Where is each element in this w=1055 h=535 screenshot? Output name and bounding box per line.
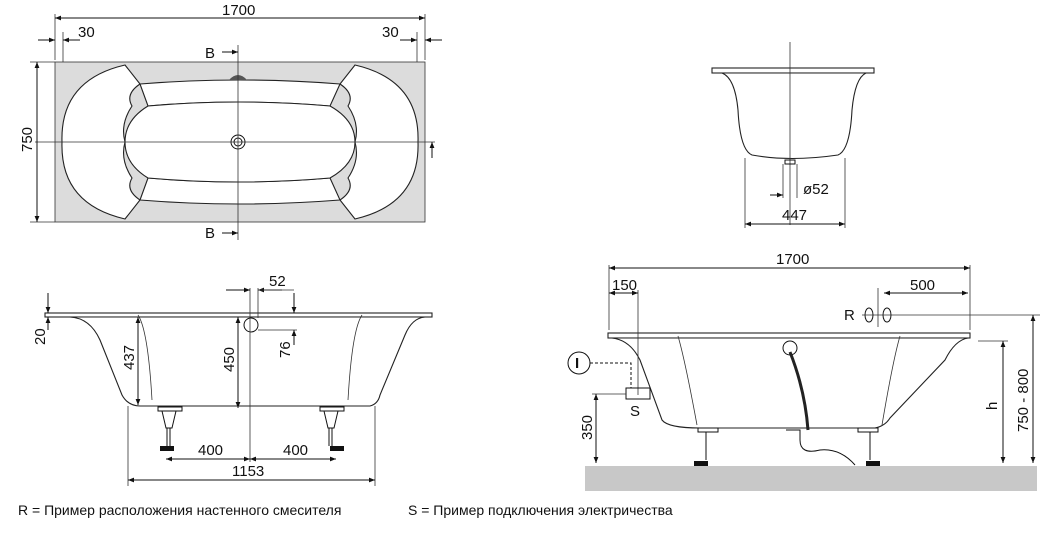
electric-box [625, 387, 651, 400]
dim-width: 750 [19, 127, 36, 152]
electric-label: S [630, 403, 640, 420]
dim-install-length: 1700 [776, 251, 809, 268]
dim-mixer-offset: 500 [910, 277, 935, 294]
dim-inner-depth: 437 [121, 345, 138, 370]
dim-rim-thickness: 20 [32, 328, 49, 345]
install-view: 1700 150 500 R h 750 - 800 I S 350 [567, 251, 1040, 491]
end-view: ø52 447 [711, 42, 875, 228]
legend-s-note: S = Пример подключения электричества [408, 502, 673, 518]
dim-depth-to-drain: 450 [221, 347, 238, 372]
drain-hose [788, 351, 810, 431]
top-view: 1700 30 30 750 B B [19, 2, 442, 242]
floor [585, 466, 1037, 491]
leg-left [157, 406, 183, 451]
legend-r-note: R = Пример расположения настенного смеси… [18, 502, 342, 518]
dim-leg-left: 400 [198, 442, 223, 459]
section-label-top: B [205, 45, 215, 62]
dim-leg-right: 400 [283, 442, 308, 459]
dim-bottom-width: 447 [782, 207, 807, 224]
dim-overflow-height: 76 [277, 341, 294, 358]
dim-offset-right: 30 [382, 24, 399, 41]
dim-overflow-offset: 52 [269, 273, 286, 290]
leg-right [319, 406, 345, 451]
electric-symbol: I [575, 355, 579, 372]
dim-offset-left: 30 [78, 24, 95, 41]
side-view: 20 437 450 52 76 400 400 1153 [32, 273, 433, 486]
dim-electric-offset: 150 [612, 277, 637, 294]
dim-length: 1700 [222, 2, 255, 19]
dim-electric-height: 350 [579, 415, 596, 440]
dim-bottom-length: 1153 [232, 463, 264, 480]
mixer-label: R [844, 307, 855, 324]
dim-drain-diameter: ø52 [803, 181, 829, 198]
section-label-bottom: B [205, 225, 215, 242]
dim-total-height: 750 - 800 [1015, 369, 1032, 432]
dim-height-h: h [984, 402, 1001, 410]
